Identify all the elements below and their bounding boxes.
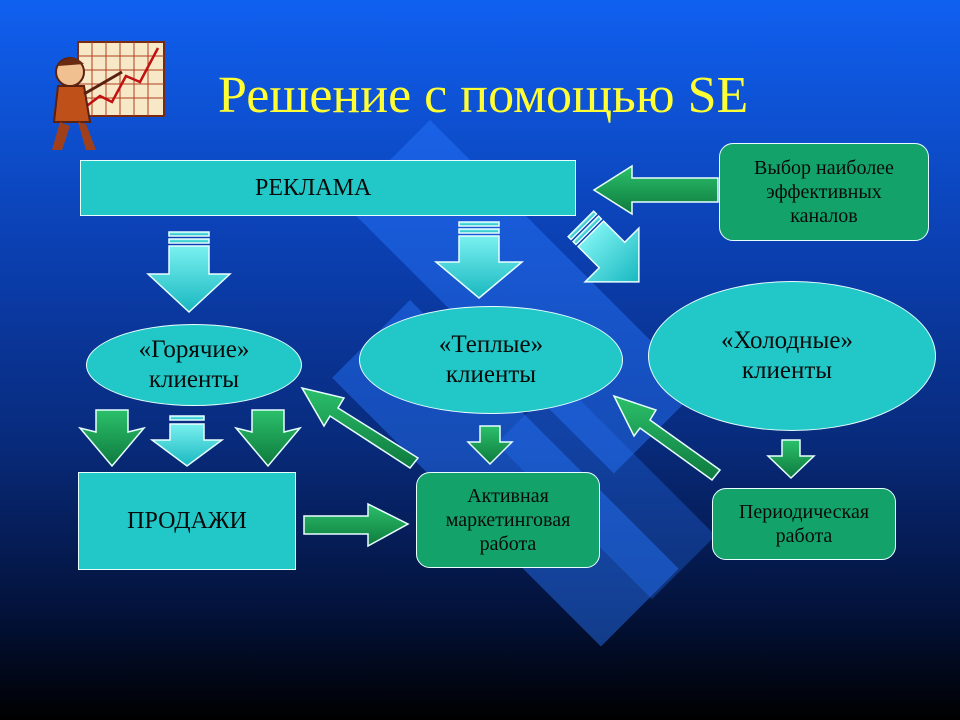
channel-selection-box: Выбор наиболее эффективных каналов — [719, 143, 929, 241]
arrow-sales-to-active-marketing — [303, 502, 410, 548]
cold-clients-line: «Холодные» — [721, 327, 853, 354]
sales-label: ПРОДАЖИ — [127, 507, 247, 534]
arrow-cold-to-periodic — [766, 439, 816, 480]
arrow-hot-to-sales-left — [77, 409, 147, 468]
arrow-warm-to-active-marketing — [466, 425, 514, 466]
presenter-with-chart-icon — [52, 41, 165, 150]
arrow-periodic-to-warm — [612, 394, 722, 482]
channel-selection-line: Выбор наиболее — [754, 157, 894, 179]
active-marketing-line: маркетинговая — [445, 509, 571, 531]
arrow-hot-to-sales-right — [233, 409, 303, 468]
arrow-advertising-to-hot — [146, 231, 232, 314]
warm-clients-node: «Теплые» клиенты — [359, 306, 623, 414]
periodic-work-line: работа — [775, 525, 833, 547]
sales-box: ПРОДАЖИ — [78, 472, 296, 570]
hot-clients-line: клиенты — [148, 366, 240, 393]
advertising-label: РЕКЛАМА — [255, 174, 372, 201]
cold-clients-node: «Холодные» клиенты — [648, 281, 936, 431]
warm-clients-line: «Теплые» — [438, 331, 544, 358]
slide-title: Решение с помощью SE — [218, 67, 749, 124]
hot-clients-node: «Горячие» клиенты — [86, 324, 302, 406]
periodic-work-line: Периодическая — [738, 501, 870, 523]
cold-clients-line: клиенты — [741, 357, 833, 384]
arrow-advertising-to-warm — [433, 221, 525, 299]
channel-selection-line: эффективных — [766, 181, 882, 203]
arrow-advertising-to-cold — [567, 210, 640, 283]
active-marketing-box: Активная маркетинговая работа — [416, 472, 600, 568]
advertising-box: РЕКЛАМА — [80, 160, 576, 216]
arrow-channels-to-advertising — [592, 164, 719, 216]
periodic-work-box: Периодическая работа — [712, 488, 896, 560]
active-marketing-line: Активная — [467, 485, 549, 507]
hot-clients-line: «Горячие» — [138, 336, 250, 363]
active-marketing-line: работа — [479, 533, 537, 555]
arrow-active-marketing-to-hot — [300, 386, 420, 469]
warm-clients-line: клиенты — [445, 361, 537, 388]
arrow-hot-to-sales-center — [149, 415, 225, 467]
channel-selection-line: каналов — [790, 205, 858, 227]
